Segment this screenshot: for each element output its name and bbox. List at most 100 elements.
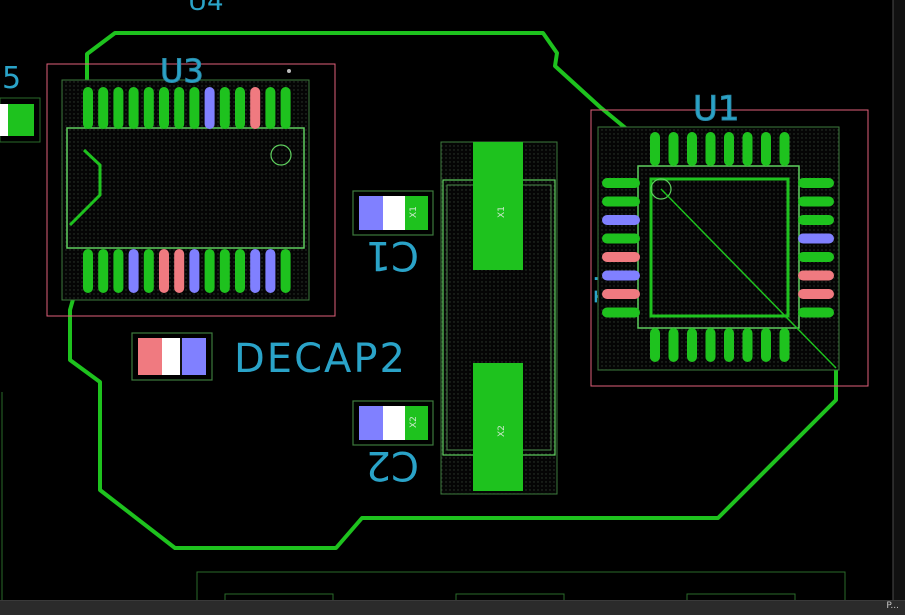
u3-trace[interactable] [68,148,102,227]
u1-body-outline [637,165,800,329]
u1-pad[interactable] [779,132,790,166]
u1-pad[interactable] [602,270,640,281]
u1-pad[interactable] [761,132,771,166]
partial-pad-left[interactable] [8,104,34,136]
u1-pad[interactable] [650,132,660,166]
u3-pad[interactable] [204,249,215,293]
u3-pin1-dot [287,69,291,73]
component-u1[interactable]: U1 [590,89,869,387]
u3-pad[interactable] [250,249,261,293]
u1-top-pad-row [650,132,790,166]
u3-pad[interactable] [143,249,154,293]
u1-pin1-marker [650,178,672,200]
u1-pad[interactable] [668,132,679,166]
u3-pad[interactable] [174,87,185,129]
u1-pad[interactable] [742,328,753,362]
c2-pad-1[interactable] [359,406,383,440]
u1-pad[interactable] [798,307,834,318]
u1-pad[interactable] [668,328,679,362]
u3-pad[interactable] [83,87,93,129]
u1-pad[interactable] [705,328,716,362]
u3-courtyard [46,63,336,317]
u1-pad[interactable] [724,328,734,362]
u1-pad[interactable] [687,132,697,166]
u3-pad[interactable] [189,87,200,129]
u1-pad[interactable] [779,328,790,362]
board-outline[interactable] [68,31,838,550]
partial-component-left[interactable] [0,97,41,143]
u3-pad[interactable] [265,87,276,129]
u3-designator: U3 [160,52,204,90]
u1-pad[interactable] [602,178,640,188]
u3-pad[interactable] [159,87,169,129]
u3-top-pad-row [83,87,291,129]
u3-pad[interactable] [128,87,139,129]
decap2-body [162,338,182,375]
c2-pad-2[interactable] [405,406,428,440]
component-c2[interactable]: X2 C2 [352,400,434,488]
u1-pad[interactable] [602,252,640,262]
decap2-pad-2[interactable] [182,338,206,375]
u3-pad[interactable] [128,249,139,293]
u3-pad[interactable] [219,249,230,293]
u3-pad[interactable] [204,87,215,129]
component-decap2[interactable]: DECAP2 [131,332,407,382]
u1-diagonal-trace[interactable] [660,188,837,369]
u1-pad[interactable] [798,178,834,188]
u1-pad[interactable] [602,196,640,207]
u3-pad[interactable] [159,249,169,293]
u3-pad[interactable] [235,87,245,129]
u1-pad[interactable] [798,215,834,225]
u3-pad[interactable] [98,249,109,293]
u1-pad[interactable] [798,233,834,244]
u1-thermal-pad[interactable] [649,177,790,318]
partial-designator-left: 5 [2,61,21,96]
decap2-pad-1[interactable] [138,338,162,375]
u1-left-pad-row [602,178,640,318]
crystal-pad-x1[interactable] [473,142,523,270]
u1-pad[interactable] [650,328,660,362]
u3-pad[interactable] [113,249,124,293]
component-crystal[interactable]: X1 X2 Y1 [440,141,621,495]
u3-pad[interactable] [174,249,185,293]
u1-pad[interactable] [742,132,753,166]
u1-pad[interactable] [687,328,697,362]
u3-pad[interactable] [219,87,230,129]
c1-pad-1[interactable] [359,196,383,230]
u3-pad[interactable] [113,87,124,129]
u1-pad[interactable] [602,289,640,299]
u3-pad[interactable] [265,249,276,293]
u3-bottom-pad-row [83,249,291,293]
u3-pad[interactable] [235,249,245,293]
u3-pin1-marker [270,144,292,166]
c1-pad-2[interactable] [405,196,428,230]
crystal-pad-x2-label: X2 [497,425,507,437]
u3-pad[interactable] [280,249,291,293]
status-corner-text: P... [886,601,899,611]
c2-designator: C2 [366,442,419,488]
component-u3[interactable]: U3 [46,52,336,317]
u3-pad[interactable] [83,249,93,293]
component-c1[interactable]: X1 C1 [352,190,434,278]
u1-pad[interactable] [798,270,834,281]
u3-pad[interactable] [250,87,261,129]
u1-pad[interactable] [798,196,834,207]
c1-body [383,196,405,230]
u1-pad[interactable] [761,328,771,362]
u1-pad[interactable] [724,132,734,166]
u1-pad[interactable] [602,215,640,225]
u1-pad[interactable] [798,289,834,299]
u1-pad[interactable] [602,307,640,318]
u3-pad[interactable] [189,249,200,293]
crystal-pad-x2[interactable] [473,363,523,491]
u3-pad[interactable] [143,87,154,129]
u1-pad[interactable] [602,233,640,244]
decap2-designator: DECAP2 [234,336,407,382]
canvas-scroll-edge[interactable] [893,0,905,600]
u3-pad[interactable] [280,87,291,129]
u1-courtyard [590,109,869,387]
u1-pad[interactable] [705,132,716,166]
u3-pad[interactable] [98,87,109,129]
u1-pad[interactable] [798,252,834,262]
